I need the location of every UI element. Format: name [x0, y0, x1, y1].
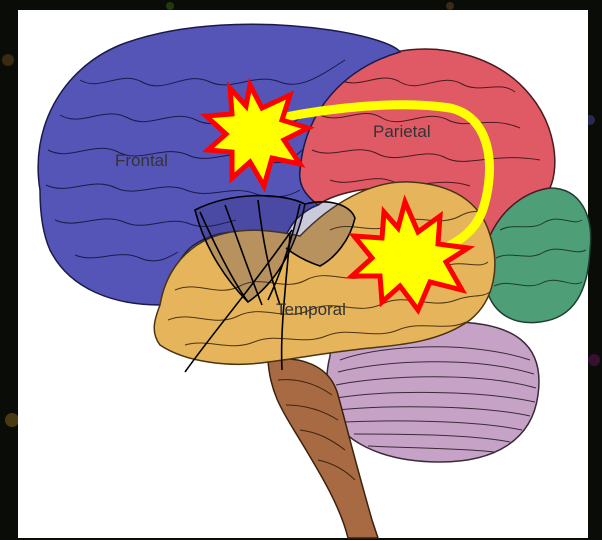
label-frontal: Frontal — [115, 151, 168, 170]
label-temporal: Temporal — [276, 300, 346, 319]
label-parietal: Parietal — [373, 122, 431, 141]
